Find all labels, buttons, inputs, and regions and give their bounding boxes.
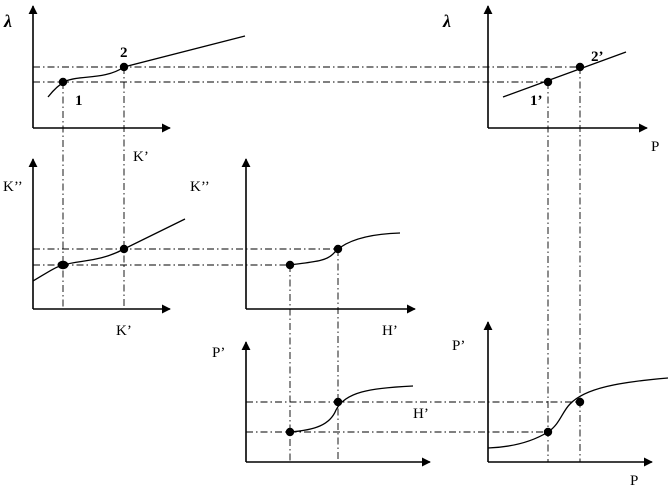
y-axis-label: K’’ <box>190 179 210 195</box>
panel-lambda-k: λ K’ 1 2 <box>3 5 246 165</box>
point-1 <box>58 77 68 87</box>
x-axis-label: H’ <box>382 323 398 339</box>
y-axis-label: λ <box>3 11 12 31</box>
point-1-label: 1 <box>75 93 83 109</box>
p-p-curve <box>487 377 668 449</box>
point-1 <box>543 427 553 437</box>
k2-h-curve <box>289 232 401 266</box>
panel-p-h: P’ H’ <box>212 341 431 467</box>
y-axis-label: P’ <box>212 345 225 361</box>
panel-k2-h: K’’ H’ <box>190 158 416 339</box>
point-2-label: 2 <box>120 45 128 61</box>
x-axis-label: K’ <box>133 149 149 165</box>
point-1 <box>285 427 295 437</box>
panel-p-p: P’ P <box>452 321 668 489</box>
k2-k-curve <box>32 218 186 282</box>
panel-k2-k: K’’ K’ <box>3 158 186 339</box>
lambda-k-curve <box>47 35 246 98</box>
panel-lambda-p: λ P 1’ 2’ <box>442 5 659 155</box>
lambda-p-line <box>502 51 627 98</box>
y-axis-label: K’’ <box>3 179 23 195</box>
y-axis-label: λ <box>442 11 451 31</box>
guide-lines <box>33 66 581 462</box>
x-axis-label: P <box>651 139 659 155</box>
point-2 <box>333 397 343 407</box>
point-2-prime <box>575 62 585 72</box>
point-1-prime-label: 1’ <box>530 93 543 109</box>
point-1 <box>285 260 295 270</box>
point-2 <box>575 397 585 407</box>
y-axis-label: P’ <box>452 338 465 354</box>
x-axis-label: H’ <box>413 406 429 422</box>
point-1-prime <box>543 77 553 87</box>
point-2-prime-label: 2’ <box>591 49 604 65</box>
point-1 <box>57 260 69 270</box>
point-2 <box>119 244 129 254</box>
x-axis-label: K’ <box>116 323 132 339</box>
x-axis-label: P <box>630 473 638 489</box>
point-2 <box>333 244 343 254</box>
p-h-curve <box>289 385 414 433</box>
point-2 <box>119 62 129 72</box>
